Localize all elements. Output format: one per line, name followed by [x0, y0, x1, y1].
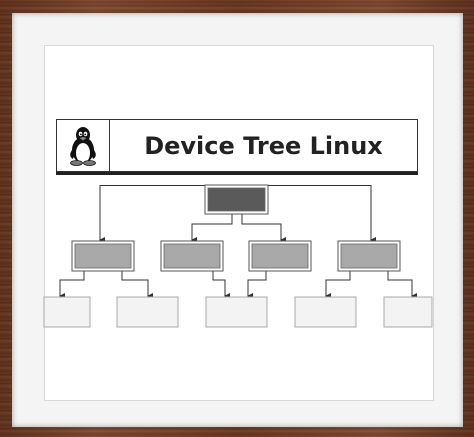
connector-arrow: [191, 214, 233, 243]
leaf-node: [116, 296, 179, 328]
root-node: [204, 184, 269, 215]
connector-arrow: [121, 271, 153, 299]
title-banner: Device Tree Linux: [56, 119, 418, 172]
connector-arrow: [99, 185, 205, 243]
leaf-node: [205, 296, 268, 328]
logo-cell: [57, 120, 110, 171]
diagram-title: Device Tree Linux: [144, 131, 383, 160]
leaf-node: [294, 296, 357, 328]
leaf-node: [383, 296, 433, 328]
child-node: [248, 240, 312, 272]
child-node: [337, 240, 401, 272]
tux-penguin-icon: [70, 126, 96, 166]
connector-arrow: [241, 214, 286, 243]
child-node: [160, 240, 224, 272]
connector-arrow: [247, 271, 267, 299]
connector-arrow: [387, 271, 417, 299]
leaf-node: [43, 296, 91, 328]
connector-arrow: [325, 271, 351, 299]
connector-arrow: [59, 271, 85, 299]
connector-arrow: [212, 271, 230, 299]
child-node: [71, 240, 135, 272]
mat-opening: [44, 45, 434, 401]
connector-arrow: [268, 185, 376, 243]
